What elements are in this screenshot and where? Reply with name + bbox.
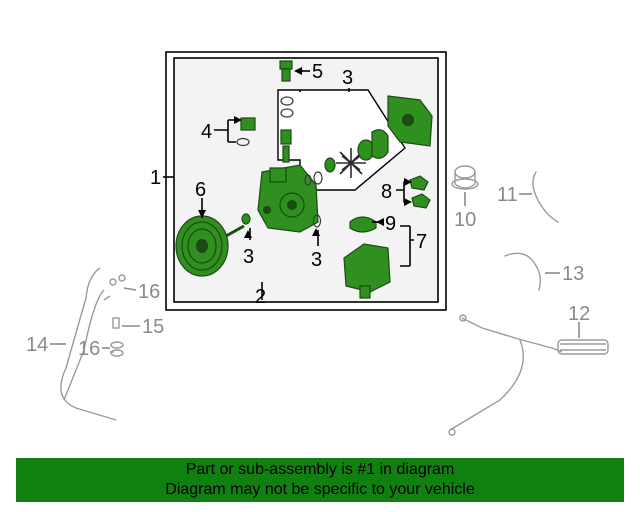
callout-16-bottom[interactable]: 16 (78, 338, 100, 360)
callout-16-top[interactable]: 16 (138, 281, 160, 303)
fitting-bolt[interactable] (279, 60, 293, 82)
o-ring-seal (241, 213, 251, 225)
pump-body[interactable] (257, 164, 319, 233)
bracket-clips[interactable] (409, 175, 431, 209)
notice-line-disclaimer: Diagram may not be specific to your vehi… (165, 481, 475, 498)
callout-5[interactable]: 5 (312, 61, 323, 83)
hose-part-11 (532, 171, 559, 223)
callout-2[interactable]: 2 (255, 286, 266, 308)
notice-line-subassembly: Part or sub-assembly is #1 in diagram (185, 461, 455, 478)
callout-13[interactable]: 13 (562, 263, 584, 285)
parts-diagram: 1 2 3 3 3 4 5 6 7 8 9 10 11 12 13 14 15 … (26, 51, 609, 436)
return-line-assembly (60, 267, 126, 421)
pressure-line-assembly (448, 314, 609, 436)
callout-14[interactable]: 14 (26, 334, 48, 356)
subgroup-3-outline (277, 89, 406, 191)
callout-8[interactable]: 8 (381, 181, 392, 203)
callout-11[interactable]: 11 (497, 184, 518, 206)
callout-4[interactable]: 4 (201, 121, 212, 143)
callout-6[interactable]: 6 (195, 179, 206, 201)
callout-12[interactable]: 12 (568, 303, 590, 325)
callout-10[interactable]: 10 (454, 209, 476, 231)
pump-internals (280, 95, 433, 186)
callout-9[interactable]: 9 (385, 213, 396, 235)
o-ring-seal-2 (312, 214, 322, 228)
reservoir[interactable] (343, 243, 391, 299)
callout-3-right[interactable]: 3 (311, 249, 322, 271)
hose-part-13 (504, 252, 542, 291)
reservoir-cap[interactable] (349, 216, 377, 233)
arrowheads (198, 67, 412, 238)
cap-part-10 (451, 165, 479, 190)
diagram-notice-banner: Part or sub-assembly is #1 in diagram Di… (16, 458, 624, 502)
callout-3-top[interactable]: 3 (342, 67, 353, 89)
leader-lines-inactive (50, 192, 580, 349)
callout-15[interactable]: 15 (142, 316, 164, 338)
callout-3-left[interactable]: 3 (243, 246, 254, 268)
callout-7[interactable]: 7 (416, 231, 427, 253)
callout-1[interactable]: 1 (150, 167, 161, 189)
pressure-switch[interactable] (236, 117, 256, 147)
